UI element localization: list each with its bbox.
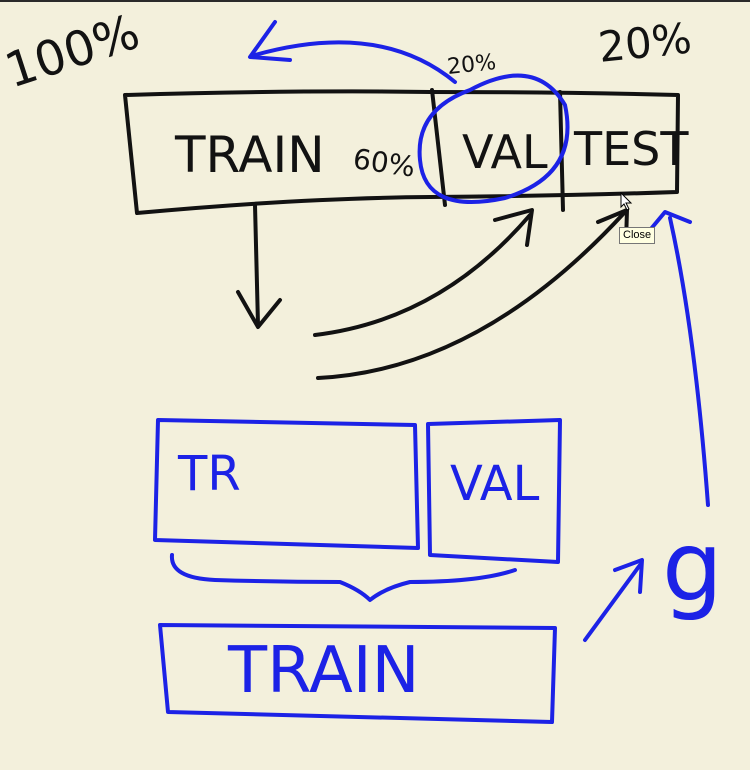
test-percent-label: 20%	[596, 13, 694, 71]
tr-label: TR	[177, 446, 241, 502]
train-combined-label: TRAIN	[227, 634, 420, 708]
window-top-edge	[0, 0, 750, 2]
arrow-g-to-test	[668, 216, 710, 507]
arrow-to-g-head	[613, 558, 644, 594]
brace	[169, 553, 517, 602]
tr-box	[153, 418, 420, 550]
down-arrow-head	[236, 290, 282, 329]
total-percent-label: 100%	[0, 4, 146, 100]
arrow-to-val	[313, 213, 532, 337]
blue-arrow-left-head	[248, 20, 292, 62]
dataset-box	[123, 89, 680, 215]
blue-arrow-left	[253, 40, 457, 84]
arrow-g-to-test-head	[648, 210, 692, 232]
arrow-to-test	[316, 210, 627, 380]
train-percent-label: 60%	[351, 142, 417, 183]
arrow-to-val-head	[493, 208, 534, 247]
mouse-cursor-icon	[620, 192, 633, 211]
model-g-label: g	[662, 511, 723, 623]
close-tooltip: Close	[619, 227, 656, 244]
test-label: TEST	[573, 122, 689, 176]
down-arrow	[253, 203, 260, 327]
val-small-label: VAL	[450, 456, 540, 512]
arrow-to-g	[583, 563, 642, 642]
val-circle	[417, 73, 570, 204]
val-label: VAL	[462, 125, 548, 179]
train-label: TRAIN	[174, 126, 325, 184]
val-percent-label: 20%	[446, 50, 497, 80]
val-box	[426, 418, 562, 564]
train-box	[158, 623, 557, 724]
val-divider-left	[430, 88, 447, 207]
